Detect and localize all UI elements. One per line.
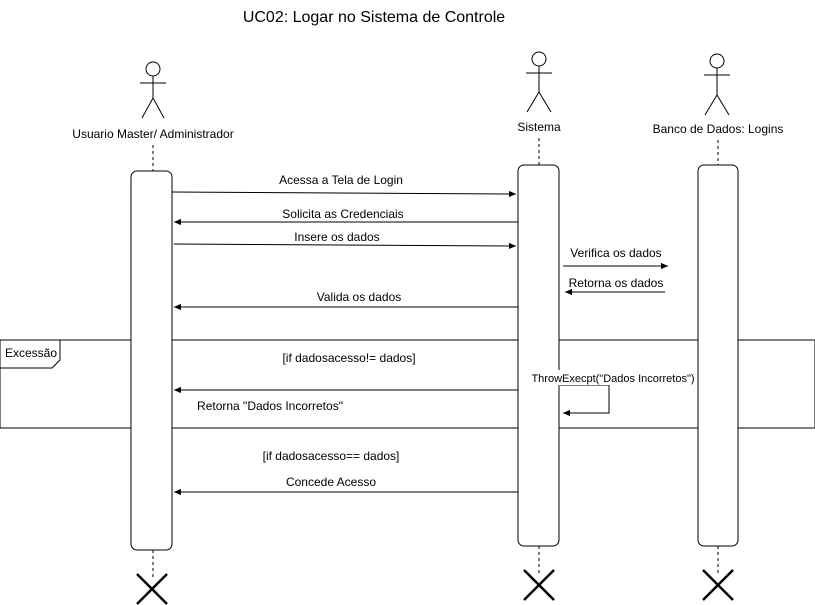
fragment-guard: [if dadosacesso!= dados]	[282, 351, 415, 365]
actor-user[interactable]: Usuario Master/ Administrador	[72, 61, 234, 141]
message-arrow-3[interactable]	[173, 242, 517, 250]
actor-label-system: Sistema	[517, 120, 561, 134]
message-arrow-1[interactable]	[171, 190, 517, 198]
message-label-9: Concede Acesso	[286, 475, 376, 489]
actor-db[interactable]: Banco de Dados: Logins	[653, 53, 784, 136]
message-label-5: Retorna os dados	[569, 276, 664, 290]
activation-bar-system[interactable]	[517, 164, 560, 547]
message-label-8: Retorna "Dados Incorretos"	[197, 399, 343, 413]
message-label-self: ThrowExecpt("Dados Incorretos")	[531, 373, 694, 385]
destroy-x-icon-system	[523, 569, 555, 601]
stick-figure-icon	[704, 53, 730, 116]
diagram-title: UC02: Logar no Sistema de Controle	[243, 9, 505, 26]
fragment-label: Excessão	[5, 346, 57, 360]
message-label-1: Acessa a Tela de Login	[279, 173, 403, 187]
destroy-x-icon-db	[702, 569, 734, 601]
activation-bar-db[interactable]	[697, 164, 739, 547]
message-label-6: Valida os dados	[317, 290, 402, 304]
guard-label-success: [if dadosacesso== dados]	[263, 449, 400, 463]
destroy-x-icon-user	[136, 573, 168, 605]
actor-label-db: Banco de Dados: Logins	[653, 122, 784, 136]
stick-figure-icon	[140, 61, 166, 119]
message-arrow-self[interactable]	[560, 384, 610, 417]
message-label-3: Insere os dados	[294, 230, 379, 244]
actor-system[interactable]: Sistema	[517, 51, 561, 134]
activation-bar-user[interactable]	[130, 170, 173, 551]
stick-figure-icon	[526, 51, 552, 113]
actor-label-user: Usuario Master/ Administrador	[72, 127, 233, 141]
message-label-2: Solicita as Credenciais	[282, 207, 403, 221]
message-label-4: Verifica os dados	[570, 246, 661, 260]
